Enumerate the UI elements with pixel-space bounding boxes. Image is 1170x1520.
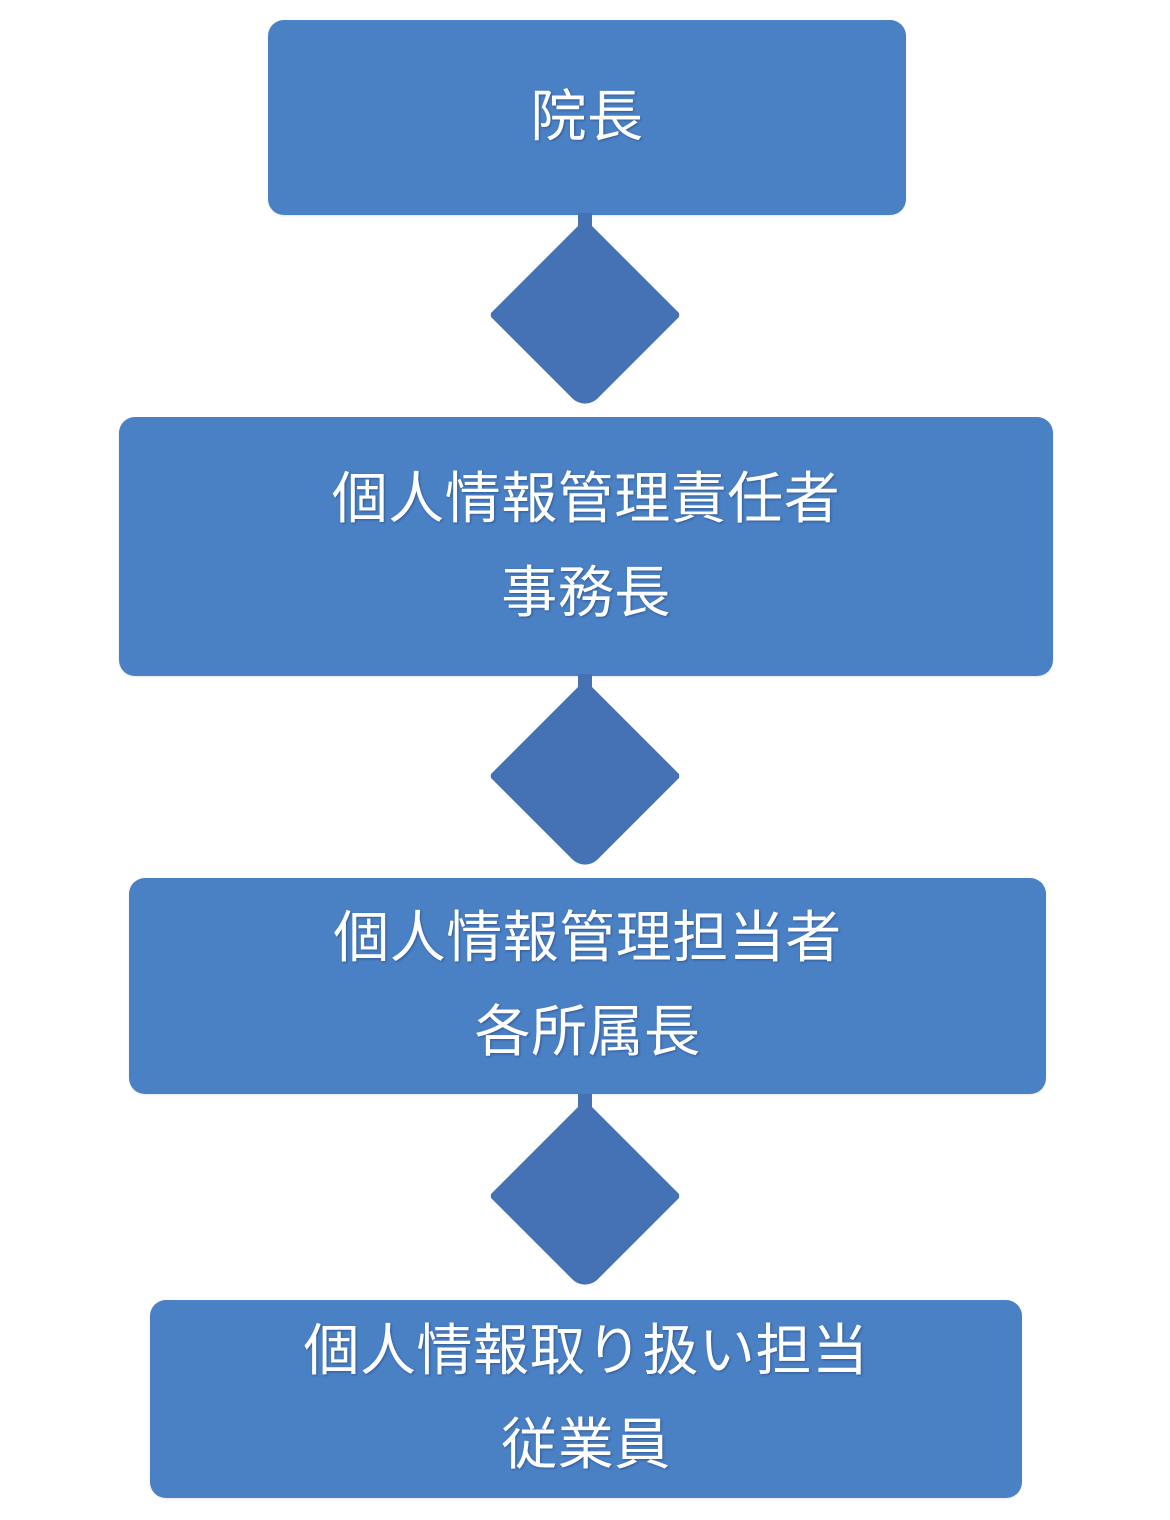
org-node-privacy-officer[interactable]: 個人情報管理担当者 各所属長 <box>129 878 1046 1094</box>
diamond-shape-2 <box>490 680 680 865</box>
org-node-privacy-officer-line-1: 個人情報管理担当者 <box>333 906 842 971</box>
connector-stem-1 <box>578 213 592 227</box>
connector-diamond-3 <box>485 1094 685 1294</box>
diamond-shape-3 <box>490 1100 680 1285</box>
org-node-director[interactable]: 院長 <box>268 20 906 215</box>
connector-diamond-1 <box>485 213 685 413</box>
org-node-privacy-officer-line-2: 各所属長 <box>474 1000 701 1065</box>
connector-stem-3 <box>578 1094 592 1108</box>
org-node-privacy-manager-line-2: 事務長 <box>501 560 671 626</box>
org-node-handling-staff[interactable]: 個人情報取り扱い担当 従業員 <box>150 1300 1022 1498</box>
connector-stem-2 <box>578 674 592 688</box>
connector-diamond-2 <box>485 674 685 874</box>
org-node-handling-staff-line-1: 個人情報取り扱い担当 <box>303 1319 869 1384</box>
org-node-privacy-manager-line-1: 個人情報管理責任者 <box>331 466 841 532</box>
org-node-handling-staff-line-2: 従業員 <box>501 1413 671 1478</box>
diamond-shape-1 <box>490 219 680 404</box>
org-node-director-line-1: 院長 <box>530 84 644 150</box>
org-node-privacy-manager[interactable]: 個人情報管理責任者 事務長 <box>119 417 1053 676</box>
